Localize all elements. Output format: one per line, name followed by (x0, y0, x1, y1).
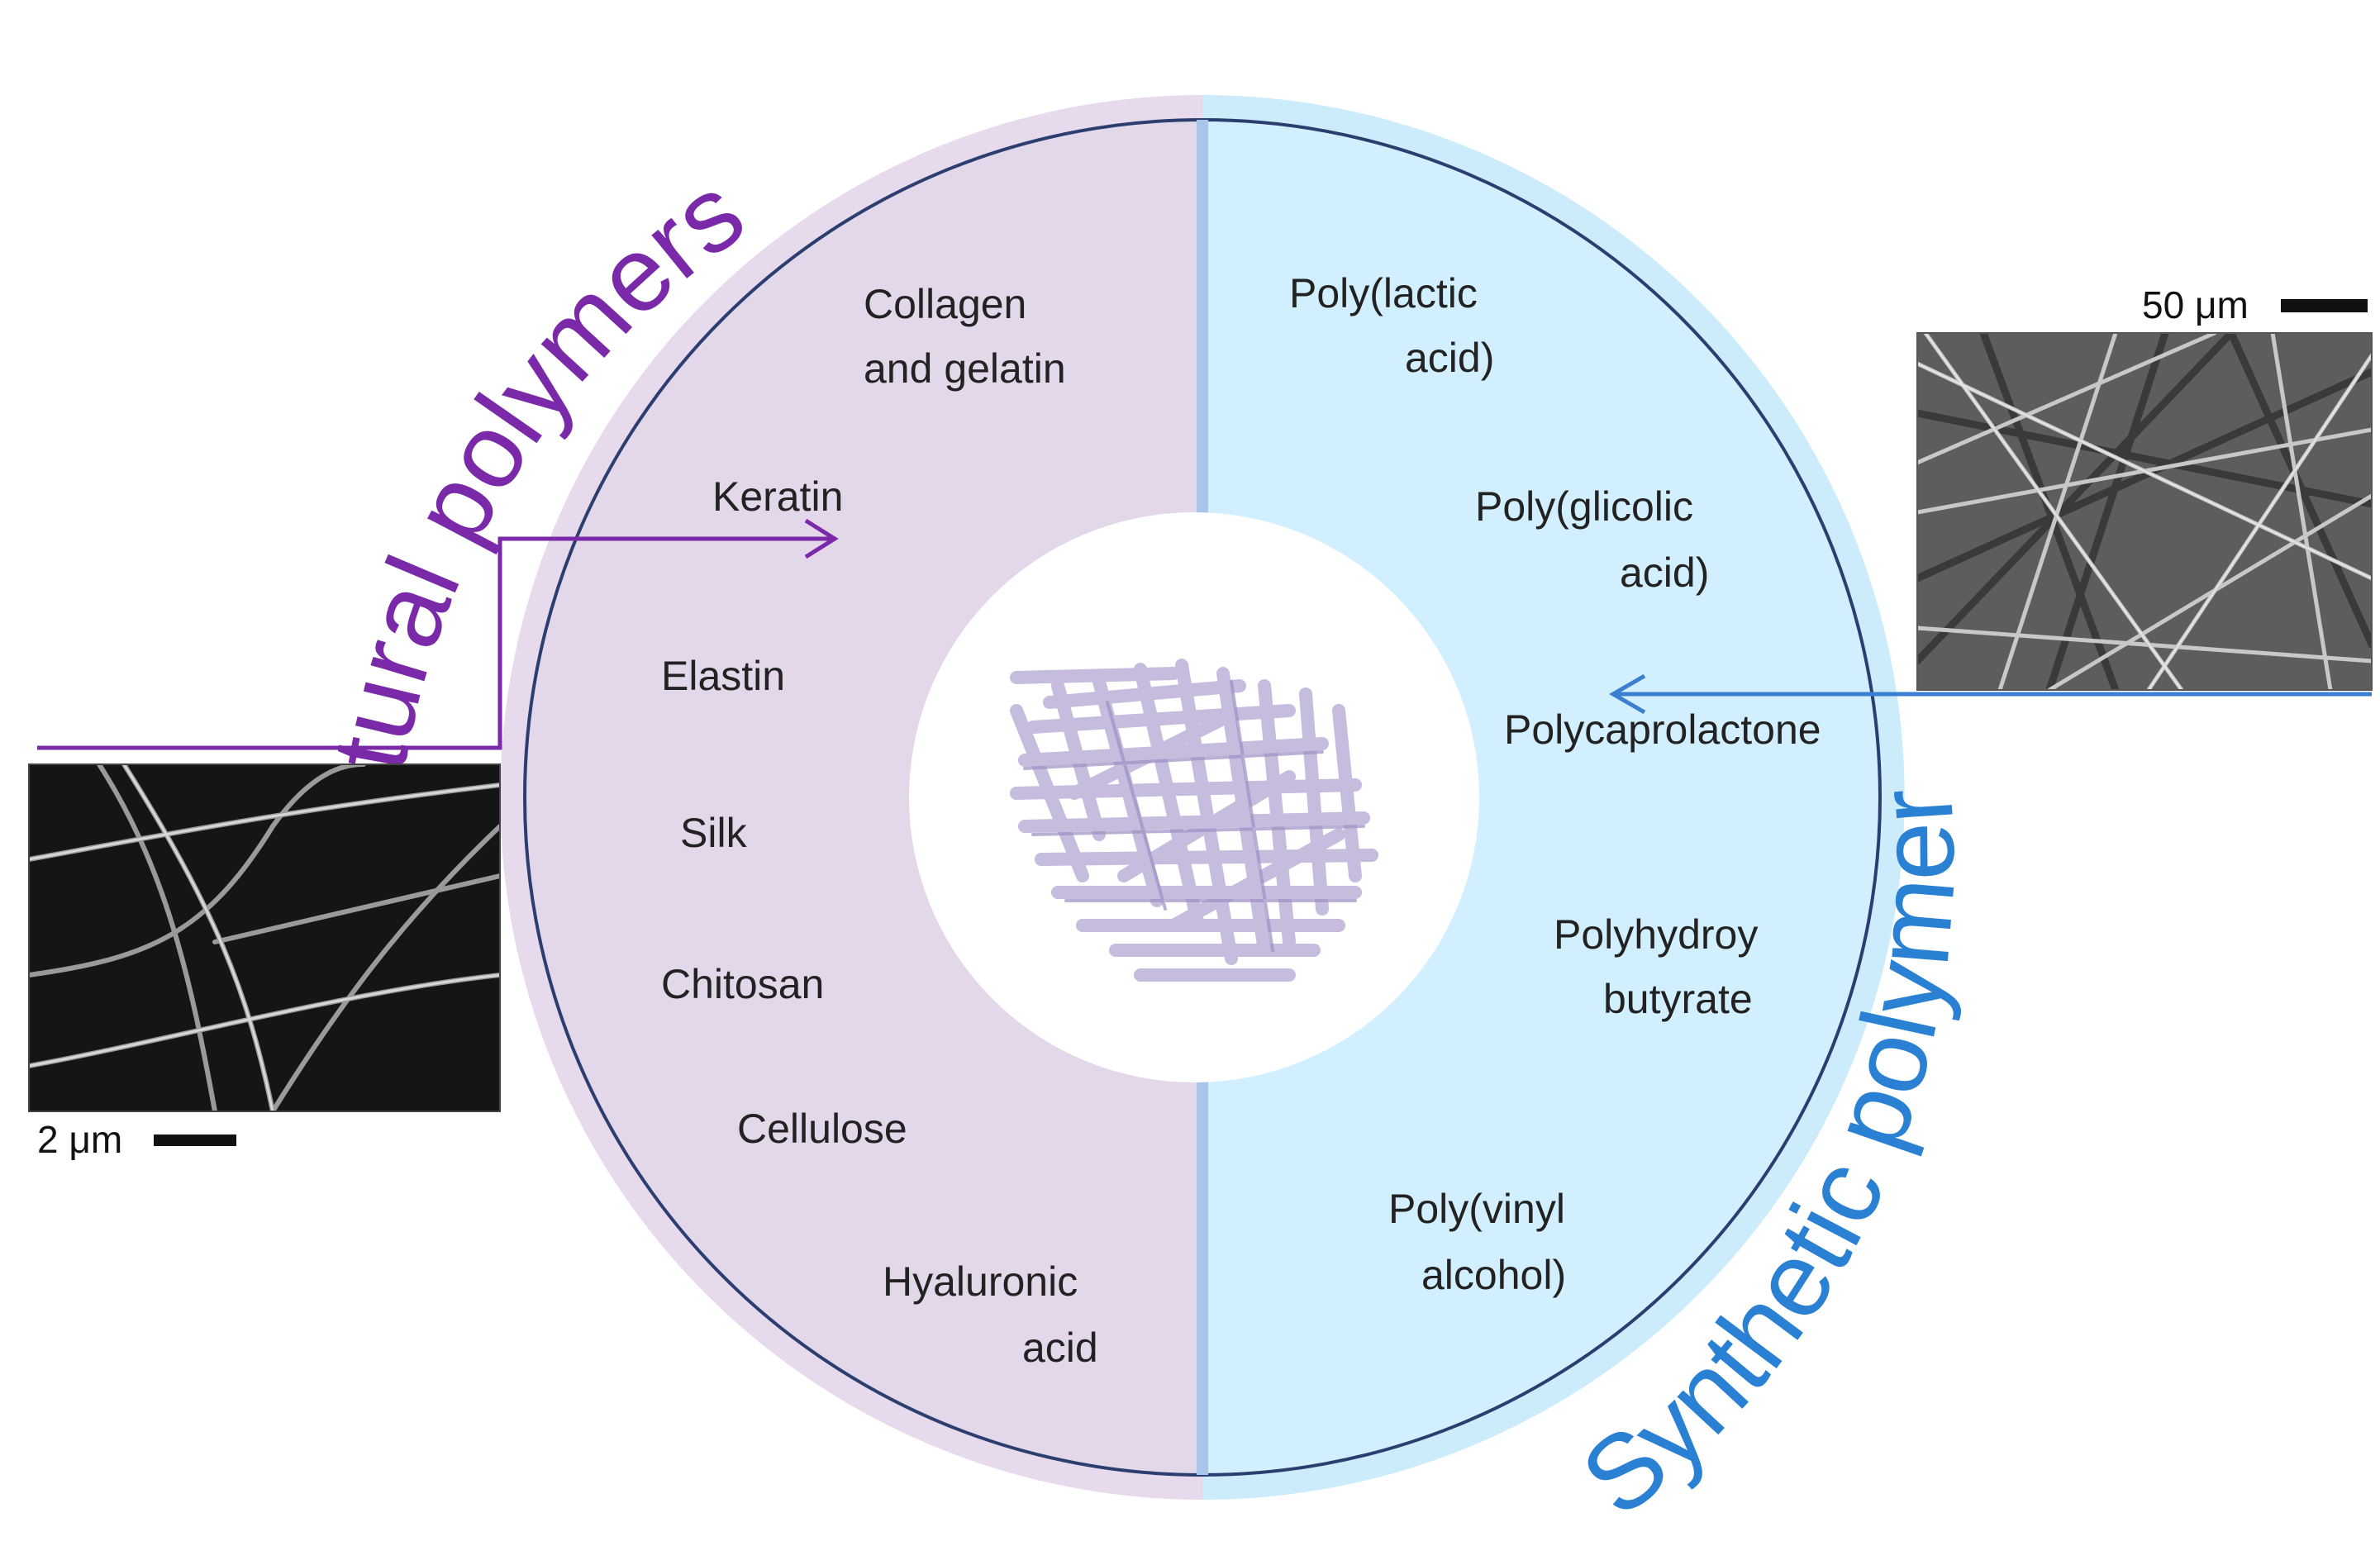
synthetic-polymer-list: Poly(lactic acid) Poly(glicolic acid) Po… (1289, 270, 1821, 1298)
natural-micrograph (28, 763, 501, 1112)
synthetic-item-pla: Poly(lactic acid) (1289, 270, 1494, 381)
synthetic-item-phb: Polyhydroy butyrate (1554, 911, 1769, 1022)
natural-item-hyaluronic: Hyaluronic acid (883, 1258, 1098, 1371)
natural-item-keratin: Keratin (712, 473, 843, 520)
synthetic-connector-arrow (1609, 673, 2372, 715)
natural-connector-arrow (37, 518, 839, 750)
fiber-scaffold-icon (1010, 659, 1378, 982)
natural-scale-bar (154, 1135, 236, 1146)
natural-polymer-list: Collagen and gelatin Keratin Elastin Sil… (661, 281, 1098, 1371)
synthetic-scale-label: 50 μm (2142, 283, 2249, 326)
natural-half (525, 120, 1202, 1475)
synthetic-micrograph (1916, 332, 2373, 691)
synthetic-scale-bar (2281, 299, 2368, 312)
natural-item-cellulose: Cellulose (737, 1106, 907, 1152)
inner-disk (523, 118, 1882, 1477)
synthetic-item-pva: Poly(vinyl alcohol) (1388, 1186, 1577, 1298)
natural-item-elastin: Elastin (661, 653, 785, 699)
natural-item-collagen: Collagen and gelatin (864, 281, 1066, 392)
natural-scale-label: 2 μm (37, 1118, 122, 1161)
natural-item-chitosan: Chitosan (661, 961, 824, 1007)
synthetic-item-pcl: Polycaprolactone (1504, 706, 1821, 753)
center-badge (909, 512, 1479, 1082)
synthetic-item-pga: Poly(glicolic acid) (1475, 483, 1709, 596)
synthetic-half (1202, 120, 1880, 1475)
natural-item-silk: Silk (680, 810, 748, 856)
